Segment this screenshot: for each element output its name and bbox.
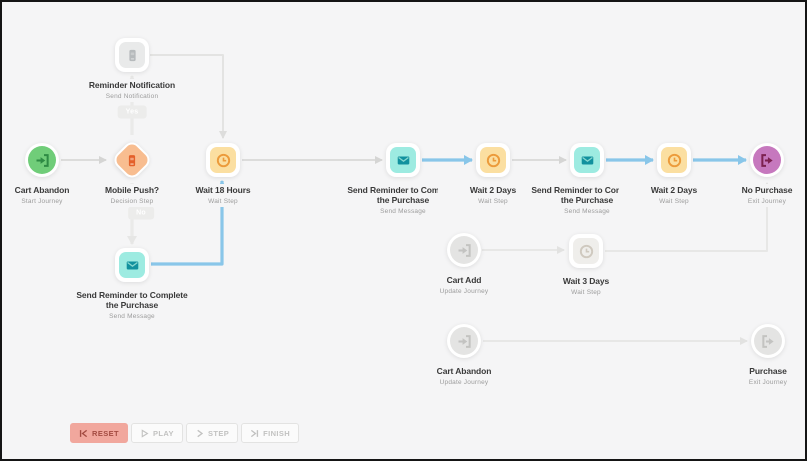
button-label: FINISH — [263, 428, 291, 438]
node-subtitle: Send Message — [564, 208, 610, 215]
step-forward-icon — [195, 429, 204, 438]
clock-icon — [486, 153, 501, 168]
node-label-send-reminder-push: Send Reminder to Complete the Purchase S… — [69, 289, 195, 322]
node-subtitle: Wait Step — [659, 198, 689, 205]
reset-button[interactable]: RESET — [70, 423, 129, 443]
node-cart-abandon-update[interactable] — [447, 324, 481, 358]
exit-icon — [761, 334, 776, 349]
step-button[interactable]: STEP — [185, 423, 239, 443]
clock-icon — [216, 153, 231, 168]
play-icon — [140, 428, 149, 438]
node-title: Wait 2 Days — [650, 185, 698, 195]
node-title: Cart Add — [446, 275, 482, 285]
simulator-toolbar: RESET PLAY STEP FINISH — [70, 423, 300, 443]
node-wait-3-days[interactable] — [569, 234, 603, 268]
node-subtitle: Send Message — [109, 313, 155, 320]
finish-button[interactable]: FINISH — [241, 423, 300, 443]
enter-icon — [457, 243, 472, 258]
node-no-purchase-exit[interactable] — [750, 143, 784, 177]
node-label-start-cart-abandon: Cart Abandon Start Journey — [2, 184, 97, 207]
node-ring — [386, 143, 420, 177]
node-label-wait-3-days: Wait 3 Days Wait Step — [531, 275, 641, 298]
connector-reminder-notification-to-wait-18-hours — [150, 54, 227, 139]
node-label-no-purchase-exit: No Purchase Exit Journey — [712, 184, 805, 207]
branch-label-yes: Yes — [117, 105, 147, 119]
node-title: Purchase — [749, 366, 787, 376]
node-title: Wait 2 Days — [469, 185, 517, 195]
node-send-reminder-1[interactable] — [386, 143, 420, 177]
node-title: Send Reminder to Complete the Purchase — [76, 290, 188, 310]
node-label-mobile-push-decision: Mobile Push? Decision Step — [77, 184, 187, 207]
node-title: Reminder Notification — [88, 80, 176, 90]
node-subtitle: Wait Step — [208, 198, 238, 205]
node-title: Wait 3 Days — [562, 276, 610, 286]
node-ring — [657, 143, 691, 177]
node-ring — [447, 233, 481, 267]
node-title: Cart Abandon — [436, 366, 492, 376]
mail-icon — [580, 153, 595, 168]
node-ring — [570, 143, 604, 177]
node-subtitle: Wait Step — [571, 289, 601, 296]
node-label-wait-18-hours: Wait 18 Hours Wait Step — [168, 184, 278, 207]
clock-icon — [667, 153, 682, 168]
node-subtitle: Decision Step — [110, 198, 154, 205]
mail-icon — [396, 153, 411, 168]
node-label-cart-add-update: Cart Add Update Journey — [409, 274, 519, 297]
node-title: Cart Abandon — [14, 185, 70, 195]
exit-icon — [760, 153, 775, 168]
node-wait-2-days-1[interactable] — [476, 143, 510, 177]
node-ring — [115, 248, 149, 282]
node-title: Send Reminder to Complete the Purchase — [347, 185, 459, 205]
skip-back-icon — [79, 429, 88, 438]
connector-send-reminder-push-to-wait-18-hours — [151, 180, 227, 266]
node-title: Wait 18 Hours — [195, 185, 251, 195]
node-title: Send Reminder to Complete the Purchase — [531, 185, 643, 205]
node-purchase-exit[interactable] — [751, 324, 785, 358]
node-subtitle: Exit Journey — [748, 379, 788, 386]
phone-icon — [125, 48, 140, 63]
node-send-reminder-2[interactable] — [570, 143, 604, 177]
play-button[interactable]: PLAY — [131, 423, 183, 443]
node-title: No Purchase — [741, 185, 793, 195]
node-ring — [476, 143, 510, 177]
node-ring — [750, 143, 784, 177]
node-wait-2-days-2[interactable] — [657, 143, 691, 177]
node-label-purchase-exit: Purchase Exit Journey — [713, 365, 805, 388]
node-subtitle: Wait Step — [478, 198, 508, 205]
node-ring — [447, 324, 481, 358]
node-title: Mobile Push? — [104, 185, 160, 195]
node-subtitle: Start Journey — [21, 198, 63, 205]
node-label-reminder-notification: Reminder Notification Send Notification — [77, 79, 187, 102]
button-label: RESET — [92, 428, 120, 438]
node-subtitle: Update Journey — [439, 379, 489, 386]
node-label-wait-2-days-1: Wait 2 Days Wait Step — [438, 184, 548, 207]
clock-icon — [579, 244, 594, 259]
node-send-reminder-push[interactable] — [115, 248, 149, 282]
node-ring — [206, 143, 240, 177]
node-mobile-push-decision[interactable] — [110, 138, 154, 182]
phone-icon — [125, 153, 140, 168]
node-reminder-notification[interactable] — [115, 38, 149, 72]
branch-label-no: No — [128, 206, 154, 220]
node-cart-add-update[interactable] — [447, 233, 481, 267]
node-label-wait-2-days-2: Wait 2 Days Wait Step — [619, 184, 729, 207]
node-subtitle: Exit Journey — [747, 198, 787, 205]
node-ring — [115, 38, 149, 72]
node-start-cart-abandon[interactable] — [25, 143, 59, 177]
button-label: PLAY — [153, 428, 174, 438]
node-ring — [25, 143, 59, 177]
node-ring — [110, 138, 154, 182]
node-label-cart-abandon-update: Cart Abandon Update Journey — [409, 365, 519, 388]
node-subtitle: Send Message — [380, 208, 426, 215]
node-subtitle: Send Notification — [105, 93, 159, 100]
enter-icon — [35, 153, 50, 168]
node-subtitle: Update Journey — [439, 288, 489, 295]
enter-icon — [457, 334, 472, 349]
mail-icon — [125, 258, 140, 273]
node-ring — [569, 234, 603, 268]
button-label: STEP — [207, 428, 230, 438]
node-wait-18-hours[interactable] — [206, 143, 240, 177]
node-ring — [751, 324, 785, 358]
skip-forward-icon — [250, 429, 259, 438]
